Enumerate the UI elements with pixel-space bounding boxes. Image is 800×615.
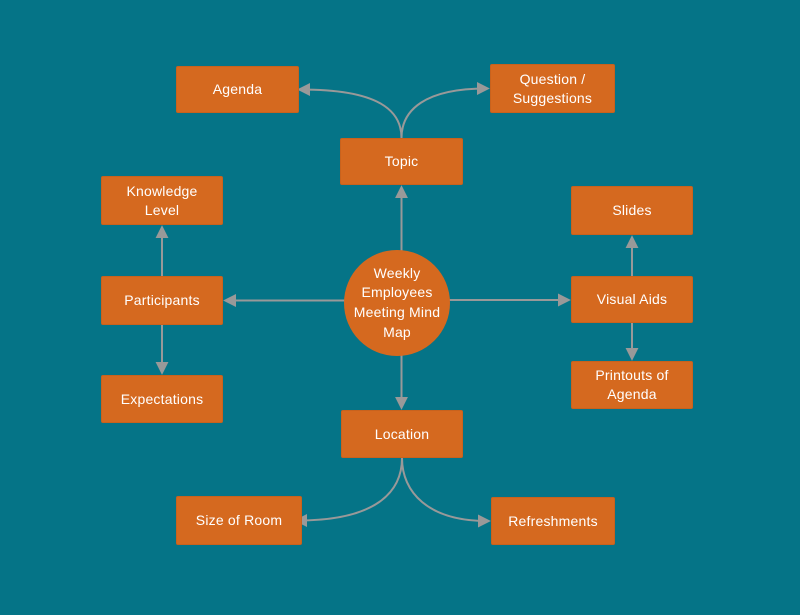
connector-topic-question-suggestions (400, 82, 490, 139)
center-topic-label: Weekly Employees Meeting Mind Map (353, 264, 441, 340)
connector-topic-agenda (297, 83, 403, 139)
node-refreshments[interactable]: Refreshments (491, 497, 615, 545)
node-agenda-label: Agenda (212, 81, 263, 98)
node-location[interactable]: Location (341, 410, 463, 458)
node-slides-label: Slides (612, 202, 652, 219)
node-expectations[interactable]: Expectations (101, 375, 223, 423)
node-location-label: Location (374, 425, 430, 442)
node-printouts-of-agenda-label: Printouts of Agenda (595, 367, 669, 402)
connector-location-size-of-room (294, 457, 403, 527)
node-size-of-room[interactable]: Size of Room (176, 496, 302, 545)
node-knowledge-level-label: Knowledge Level (126, 182, 198, 218)
node-participants-label: Participants (124, 292, 200, 309)
node-knowledge-level[interactable]: Knowledge Level (101, 176, 223, 225)
node-topic[interactable]: Topic (340, 138, 463, 185)
node-topic-label: Topic (384, 153, 419, 170)
node-slides[interactable]: Slides (571, 186, 693, 235)
node-size-of-room-label: Size of Room (195, 512, 283, 529)
connector-location-refreshments (401, 457, 491, 528)
node-participants[interactable]: Participants (101, 276, 223, 325)
node-refreshments-label: Refreshments (508, 512, 598, 529)
node-question-suggestions[interactable]: Question / Suggestions (490, 64, 615, 113)
node-visual-aids-label: Visual Aids (596, 291, 668, 308)
node-visual-aids[interactable]: Visual Aids (571, 276, 693, 323)
node-agenda[interactable]: Agenda (176, 66, 299, 113)
node-printouts-of-agenda[interactable]: Printouts of Agenda (571, 361, 693, 409)
node-question-suggestions-label: Question / Suggestions (512, 70, 593, 106)
node-expectations-label: Expectations (120, 390, 204, 407)
center-topic-circle[interactable]: Weekly Employees Meeting Mind Map (344, 250, 450, 356)
